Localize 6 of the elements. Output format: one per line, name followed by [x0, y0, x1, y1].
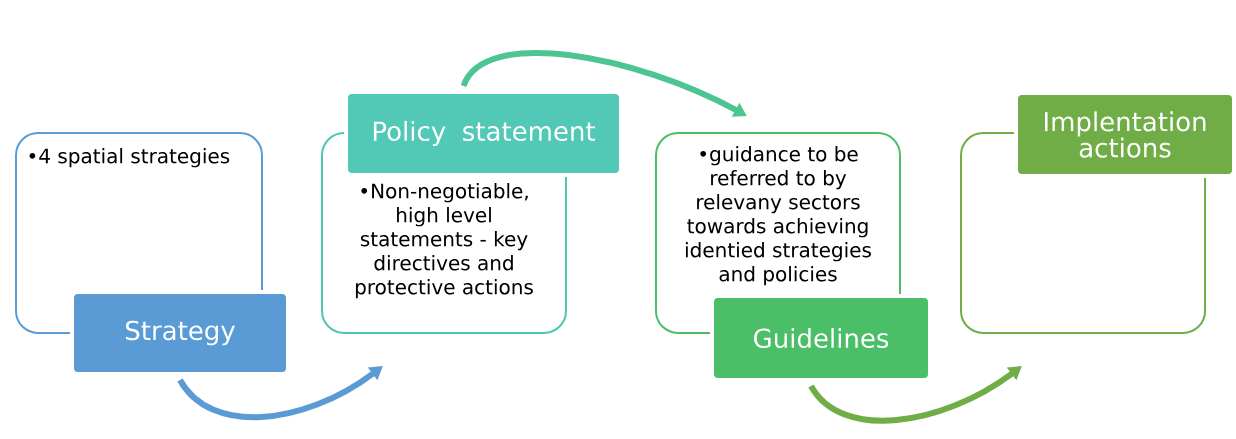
curved-arrow [177, 366, 383, 420]
title-box: Strategy [70, 290, 290, 376]
title-box: Guidelines [710, 294, 932, 382]
title-box: Implentation actions [1014, 91, 1236, 178]
title-box: Policy statement [344, 90, 623, 177]
curved-arrow [808, 366, 1022, 424]
